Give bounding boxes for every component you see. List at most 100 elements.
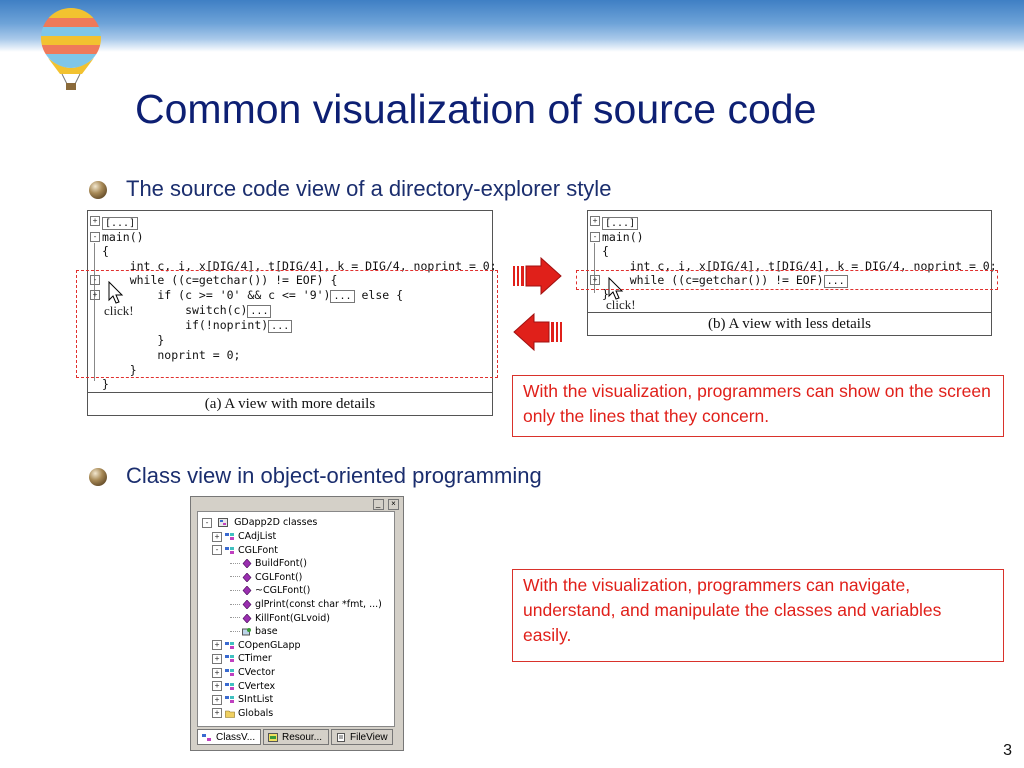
code-line-text: switch(c) — [102, 303, 248, 317]
code-line: } — [102, 333, 165, 347]
code-line: int c, i, x[DIG/4], t[DIG/4], k = DIG/4,… — [102, 259, 497, 273]
expand-toggle-icon[interactable]: + — [212, 667, 222, 678]
tree-connector — [230, 630, 240, 633]
tree-item[interactable]: + CAdjList — [212, 530, 276, 543]
caption-a: (a) A view with more details — [88, 392, 492, 415]
code-line: { — [602, 244, 609, 258]
base-icon — [242, 628, 251, 636]
expand-toggle-icon[interactable]: + — [90, 216, 100, 226]
highlight-zone-a — [76, 270, 498, 378]
collapse-toggle-icon[interactable]: - — [202, 517, 212, 528]
tree-item[interactable]: ~CGLFont() — [230, 584, 310, 597]
class-icon — [225, 669, 234, 676]
bullet-text-2: Class view in object-oriented programmin… — [126, 463, 542, 488]
expand-toggle-icon[interactable]: + — [212, 694, 222, 705]
tree-item-label: CVertex — [238, 680, 276, 692]
code-view-panel-b: + [...] - main() { int c, i, x[DIG/4], t… — [587, 210, 997, 336]
expand-toggle-icon[interactable]: + — [590, 275, 600, 285]
code-line: main() — [102, 230, 144, 244]
expand-toggle-icon[interactable]: + — [212, 708, 222, 719]
code-line: int c, i, x[DIG/4], t[DIG/4], k = DIG/4,… — [602, 259, 997, 273]
collapse-toggle-icon[interactable]: - — [90, 232, 100, 242]
tree-item-label: CGLFont — [238, 544, 278, 556]
collapsed-block-marker[interactable]: ... — [268, 320, 293, 333]
bullet-text-1: The source code view of a directory-expl… — [126, 176, 612, 201]
tree-item-label: CTimer — [238, 653, 272, 665]
code-line: } — [102, 377, 109, 391]
tree-item[interactable]: +COpenGLapp — [212, 639, 301, 652]
expand-toggle-icon[interactable]: + — [212, 640, 222, 651]
tree-item[interactable]: +Globals — [212, 707, 273, 720]
slide-title: Common visualization of source code — [135, 86, 817, 132]
tree-item[interactable]: KillFont(GLvoid) — [230, 612, 330, 625]
method-icon — [242, 572, 252, 582]
click-label: click! — [606, 297, 636, 312]
collapsed-block-marker[interactable]: ... — [330, 290, 355, 303]
tree-item-label: ~CGLFont() — [255, 585, 311, 597]
collapsed-block-marker[interactable]: [...] — [102, 217, 139, 230]
window-buttons: _ × — [372, 499, 399, 510]
callout-navigate-classes: With the visualization, programmers can … — [512, 569, 1004, 662]
tree-connector — [230, 576, 240, 578]
collapse-toggle-icon[interactable]: - — [90, 275, 100, 285]
class-icon — [225, 696, 234, 704]
expand-toggle-icon[interactable]: + — [212, 681, 222, 692]
highlight-zone-b — [576, 270, 998, 290]
tree-item[interactable]: +SIntList — [212, 693, 273, 706]
class-icon — [225, 655, 234, 663]
expand-toggle-icon[interactable]: + — [212, 531, 222, 542]
tab-resource-label: Resour... — [282, 732, 323, 743]
minimize-button[interactable]: _ — [372, 499, 384, 510]
header-sky-band — [0, 0, 1024, 52]
tab-class-view[interactable]: ClassV... — [197, 729, 261, 745]
close-button[interactable]: × — [388, 499, 399, 510]
collapse-toggle-icon[interactable]: - — [212, 545, 222, 556]
bullet-marker-1 — [89, 181, 107, 199]
expand-toggle-icon[interactable]: + — [590, 216, 600, 226]
tree-item[interactable]: - CGLFont — [212, 544, 278, 557]
tree-connector — [230, 603, 240, 606]
tree-item-label: base — [255, 626, 278, 638]
tab-class-view-label: ClassV... — [216, 732, 256, 743]
tree-item-label: CAdjList — [238, 531, 277, 542]
collapsed-block-marker[interactable]: [...] — [602, 217, 639, 230]
left-arrow-icon — [513, 312, 562, 352]
tab-file-view-label: FileView — [350, 732, 388, 743]
tree-item[interactable]: + CTimer — [212, 652, 272, 665]
page-number: 3 — [1003, 742, 1012, 759]
tree-item[interactable]: + CVertex — [212, 680, 275, 693]
tree-item[interactable]: CGLFont() — [230, 571, 302, 584]
class-view-tab-icon — [202, 734, 211, 741]
mouse-cursor-icon — [608, 277, 624, 300]
method-icon — [242, 600, 252, 609]
file-view-tab-icon — [337, 733, 345, 742]
tree-root[interactable]: - GDapp2D classes — [202, 516, 317, 529]
click-label: click! — [104, 303, 134, 318]
code-view-panel-a: + [...] - main() { int c, i, x[DIG/4], t… — [87, 210, 497, 416]
collapse-toggle-icon[interactable]: - — [590, 232, 600, 242]
collapsed-block-marker[interactable]: ... — [823, 275, 848, 288]
tree-item[interactable]: base — [230, 625, 278, 638]
bullet-marker-2 — [89, 468, 107, 486]
expand-toggle-icon[interactable]: + — [212, 653, 222, 664]
code-line-text: if (c >= '0' && c <= '9') — [102, 288, 331, 302]
tab-resource[interactable]: Resour... — [263, 729, 329, 745]
tab-file-view[interactable]: FileView — [331, 729, 393, 745]
tree-item[interactable]: +CVector — [212, 666, 275, 679]
tree-item-label: CGLFont() — [255, 571, 303, 583]
tree-root-label: GDapp2D classes — [234, 517, 318, 528]
code-line-text: else { — [354, 288, 404, 302]
tree-item[interactable]: glPrint(const char *fmt, ...) — [230, 598, 382, 611]
tree-item[interactable]: BuildFont() — [230, 557, 307, 570]
code-line: if (c >= '0' && c <= '9')... else { — [102, 288, 403, 303]
fold-guide-line — [594, 243, 595, 293]
code-line: noprint = 0; — [102, 348, 241, 362]
class-icon — [225, 533, 234, 540]
expand-toggle-icon[interactable]: + — [90, 290, 100, 300]
code-line-text: while ((c=getchar()) != EOF) — [602, 273, 824, 287]
collapsed-block-marker[interactable]: ... — [247, 305, 272, 318]
code-line: while ((c=getchar()) != EOF) { — [102, 273, 338, 287]
code-line: } — [102, 363, 137, 377]
